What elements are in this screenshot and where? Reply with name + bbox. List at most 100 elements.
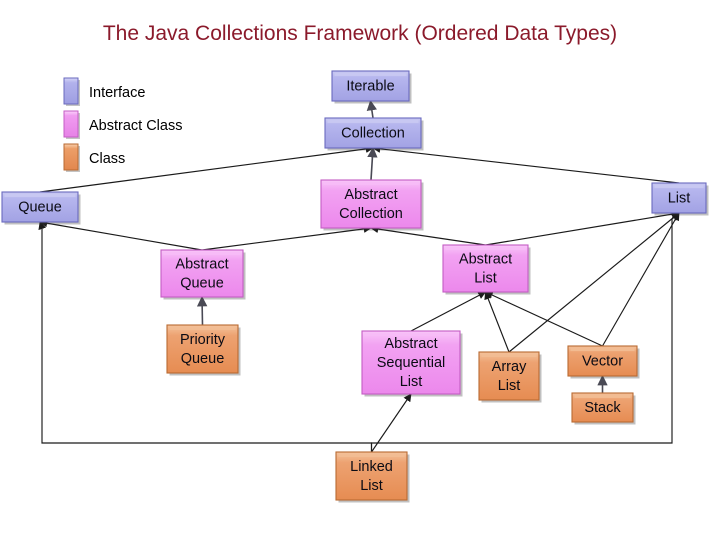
node-highlight — [169, 327, 236, 330]
legend-label: Interface — [89, 85, 145, 101]
node-label: Queue — [181, 351, 225, 367]
edge-path — [508, 212, 680, 353]
legend-item-class: Class — [63, 143, 125, 172]
edge-collection-to-iterable — [366, 99, 378, 119]
node-box — [478, 351, 540, 401]
node-label: List — [360, 478, 383, 494]
legend-label: Abstract Class — [89, 118, 182, 134]
edge-vector-to-abslist — [484, 291, 603, 347]
edge-path — [484, 291, 510, 353]
node-label: Abstract — [175, 257, 228, 273]
node-label: Vector — [582, 354, 623, 370]
node-highlight — [445, 247, 526, 250]
legend-item-abstract: Abstract Class — [63, 110, 182, 139]
node-stack[interactable]: Stack — [571, 392, 636, 425]
node-layer: IterableCollectionQueueListAbstractColle… — [1, 70, 709, 503]
node-highlight — [654, 185, 704, 188]
edge-vector-to-list — [602, 212, 680, 347]
node-label: Array — [492, 359, 527, 375]
node-collection[interactable]: Collection — [324, 117, 424, 151]
edge-abscoll-to-collection — [367, 146, 378, 181]
node-highlight — [163, 252, 241, 255]
legend-item-interface: Interface — [63, 77, 145, 106]
edge-absqueue-to-queue — [39, 219, 203, 251]
edge-path — [39, 219, 203, 251]
node-highlight — [570, 348, 635, 351]
node-highlight — [481, 354, 537, 357]
edge-path — [371, 393, 412, 453]
node-label: Stack — [584, 400, 621, 416]
edge-layer — [38, 99, 680, 453]
node-label: Queue — [180, 276, 224, 292]
node-box — [442, 244, 529, 293]
edge-priqueue-to-absqueue — [196, 295, 208, 326]
edge-linkedlist-to-absseqlist — [371, 393, 412, 453]
edge-arraylist-to-list — [508, 212, 680, 353]
edge-path — [370, 212, 680, 452]
node-label: Collection — [341, 126, 405, 142]
page-title: The Java Collections Framework (Ordered … — [102, 22, 618, 45]
node-label: Queue — [18, 200, 62, 216]
node-list[interactable]: List — [651, 182, 709, 216]
node-vector[interactable]: Vector — [567, 345, 640, 379]
edge-absqueue-to-abscoll — [201, 224, 372, 251]
edge-arraylist-to-abslist — [484, 291, 510, 353]
node-label: Sequential — [377, 355, 446, 371]
node-box — [320, 179, 422, 229]
node-label: List — [474, 271, 497, 287]
node-label: Iterable — [346, 79, 394, 95]
node-highlight — [338, 454, 405, 457]
node-queue[interactable]: Queue — [1, 191, 81, 225]
node-box — [361, 330, 461, 395]
edge-path — [410, 291, 487, 332]
node-label: List — [668, 191, 691, 207]
edge-abslist-to-list — [485, 210, 680, 246]
edge-path — [39, 144, 374, 193]
edge-path — [366, 99, 378, 119]
node-label: Priority — [180, 332, 226, 348]
edge-linkedlist-to-list — [370, 212, 680, 452]
legend-swatch-abstract — [63, 110, 79, 138]
edge-absseqlist-to-abslist — [410, 291, 487, 332]
edge-path — [370, 225, 486, 246]
node-highlight — [364, 333, 458, 336]
node-label: Abstract — [344, 187, 397, 203]
edge-path — [485, 210, 680, 246]
node-iterable[interactable]: Iterable — [331, 70, 412, 104]
edge-abslist-to-abscoll — [370, 225, 486, 246]
node-label: List — [498, 378, 521, 394]
edge-path — [602, 212, 680, 347]
node-highlight — [4, 194, 76, 197]
node-label: Linked — [350, 459, 393, 475]
edge-queue-to-collection — [39, 144, 374, 193]
node-label: Abstract — [384, 336, 437, 352]
edge-path — [196, 295, 208, 326]
node-box — [335, 451, 408, 501]
edge-path — [484, 291, 603, 347]
legend-swatch-class — [63, 143, 79, 171]
legend-swatch-interface — [63, 77, 79, 105]
edge-list-to-collection — [372, 144, 680, 184]
edge-path — [201, 224, 372, 251]
node-label: Collection — [339, 206, 403, 222]
edge-path — [372, 144, 680, 184]
node-highlight — [574, 395, 631, 398]
node-highlight — [327, 120, 419, 123]
node-box — [166, 324, 239, 374]
legend-label: Class — [89, 151, 125, 167]
node-box — [160, 249, 244, 298]
node-label: List — [400, 374, 423, 390]
node-highlight — [334, 73, 407, 76]
node-label: Abstract — [459, 252, 512, 268]
edge-path — [367, 146, 378, 181]
